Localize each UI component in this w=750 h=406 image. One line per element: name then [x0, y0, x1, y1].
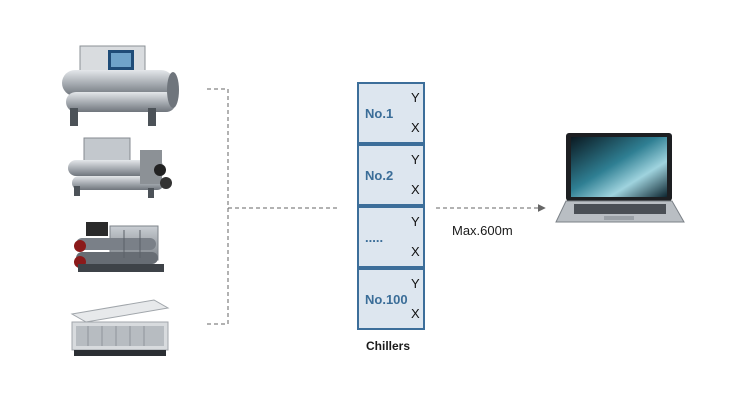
modular-chiller-icon — [74, 222, 164, 272]
chiller-box-100: No.100 Y X — [357, 268, 425, 330]
chiller-flag-y: Y — [411, 214, 420, 229]
chiller-box-label: No.1 — [365, 106, 394, 121]
chiller-box-2: No.2 Y X — [357, 144, 425, 206]
chiller-box-label: No.100 — [365, 292, 408, 307]
screw-chiller-icon — [68, 137, 172, 198]
chillers-label: Chillers — [366, 339, 411, 353]
laptop-icon — [555, 133, 685, 223]
centrifugal-chiller-icon — [62, 45, 179, 126]
chiller-box-ellipsis: ..... Y X — [357, 206, 425, 268]
chiller-flag-x: X — [411, 120, 420, 135]
distance-label: Max.600m — [452, 223, 513, 238]
chiller-stack: No.1 Y X No.2 Y X ..... Y X No.100 Y X — [357, 82, 425, 330]
chiller-flag-x: X — [411, 182, 420, 197]
chiller-box-1: No.1 Y X — [357, 82, 425, 144]
chiller-flag-y: Y — [411, 90, 420, 105]
air-cooled-chiller-icon — [70, 299, 170, 356]
chiller-flag-y: Y — [411, 276, 420, 291]
chiller-flag-y: Y — [411, 152, 420, 167]
chiller-bracket-connector — [207, 88, 340, 325]
chiller-box-label: ..... — [365, 230, 384, 245]
chiller-box-label: No.2 — [365, 168, 394, 183]
chiller-flag-x: X — [411, 306, 420, 321]
chiller-flag-x: X — [411, 244, 420, 259]
